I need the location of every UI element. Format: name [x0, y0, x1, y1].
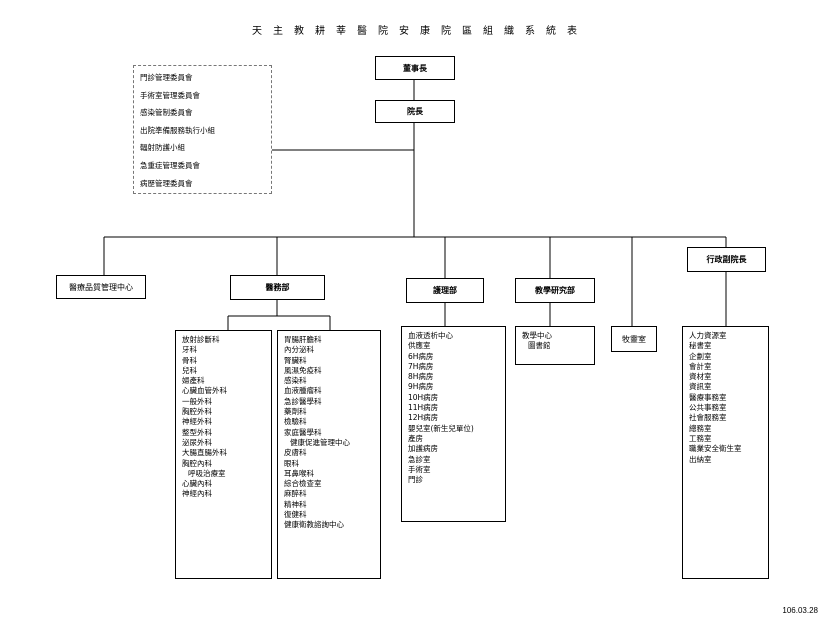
nursing-dept-list: 血液透析中心 供應室 6H病房 7H病房 8H病房 9H病房 10H病房 11H… — [401, 326, 506, 522]
list-item: 健康衛教諮詢中心 — [284, 520, 344, 530]
list-item: 呼吸治療室 — [188, 468, 226, 478]
committee-item: 感染管制委員會 — [140, 108, 193, 118]
list-item: 嬰兒室(新生兒單位) — [408, 423, 474, 433]
list-item: 腎臟科 — [284, 355, 307, 365]
list-item: 泌尿外科 — [182, 437, 212, 447]
list-item: 資訊室 — [689, 382, 712, 392]
board-chairman-box: 董事長 — [375, 56, 455, 80]
medical-dept-box: 醫務部 — [230, 275, 325, 300]
list-item: 麻醉科 — [284, 489, 307, 499]
medical-dept-list-2: 胃腸肝膽科 內分泌科 腎臟科 風濕免疫科 感染科 血液腫瘤科 急診醫學科 藥劑科… — [277, 330, 381, 579]
list-item: 神經內科 — [182, 489, 212, 499]
list-item: 心臟血管外科 — [182, 386, 227, 396]
list-item: 感染科 — [284, 376, 307, 386]
list-item: 人力資源室 — [689, 331, 727, 340]
list-item: 心臟內科 — [182, 479, 212, 489]
list-item: 出納室 — [689, 454, 712, 464]
medical-dept-label: 醫務部 — [265, 283, 290, 292]
list-item: 工務室 — [689, 433, 712, 443]
committee-item: 輻射防護小組 — [140, 143, 185, 153]
list-item: 11H病房 — [408, 403, 439, 413]
medical-dept-list-1: 放射診斷科 牙科 骨科 兒科 婦產科 心臟血管外科 一般外科 胸腔外科 神經外科… — [175, 330, 272, 579]
nursing-dept-label: 護理部 — [433, 286, 457, 295]
list-item: 兒科 — [182, 365, 197, 375]
revision-date: 106.03.28 — [782, 606, 818, 615]
teaching-dept-label: 教學研究部 — [535, 286, 575, 295]
list-item: 家庭醫學科 — [284, 427, 322, 437]
list-item: 放射診斷科 — [182, 335, 220, 344]
nursing-dept-box: 護理部 — [406, 278, 484, 303]
list-item: 綜合檢查室 — [284, 479, 322, 489]
committee-item: 手術室管理委員會 — [140, 90, 200, 100]
list-item: 教學中心 — [522, 331, 552, 340]
list-item: 耳鼻喉科 — [284, 468, 314, 478]
president-box: 院長 — [375, 100, 455, 123]
list-item: 加護病房 — [408, 444, 438, 454]
list-item: 9H病房 — [408, 382, 434, 392]
list-item: 一般外科 — [182, 396, 212, 406]
list-item: 風濕免疫科 — [284, 365, 322, 375]
list-item: 門診 — [408, 475, 423, 485]
committee-item: 急重症管理委員會 — [140, 160, 200, 170]
list-item: 供應室 — [408, 341, 431, 351]
pastoral-label: 牧靈室 — [622, 334, 646, 344]
teaching-dept-box: 教學研究部 — [515, 278, 595, 303]
list-item: 胃腸肝膽科 — [284, 335, 322, 344]
board-chairman-label: 董事長 — [403, 63, 427, 73]
president-label: 院長 — [407, 107, 423, 116]
list-item: 總務室 — [689, 423, 712, 433]
list-item: 7H病房 — [408, 361, 434, 371]
list-item: 公共事務室 — [689, 403, 727, 413]
list-item: 產房 — [408, 433, 423, 443]
admin-vp-list: 人力資源室 秘書室 企劃室 會計室 資材室 資訊室 醫療事務室 公共事務室 社會… — [682, 326, 769, 579]
committee-item: 門診管理委員會 — [140, 73, 193, 82]
list-item: 圖書館 — [528, 341, 551, 351]
list-item: 整型外科 — [182, 427, 212, 437]
list-item: 藥劑科 — [284, 407, 307, 417]
admin-vp-label: 行政副院長 — [706, 255, 747, 264]
list-item: 秘書室 — [689, 341, 712, 351]
list-item: 健康促進管理中心 — [290, 437, 350, 447]
committees-box: 門診管理委員會 手術室管理委員會 感染管制委員會 出院準備服務執行小組 輻射防護… — [133, 65, 272, 194]
list-item: 手術室 — [408, 464, 431, 474]
quality-center-box: 醫療品質管理中心 — [56, 275, 146, 299]
admin-vp-box: 行政副院長 — [687, 247, 766, 272]
list-item: 骨科 — [182, 355, 197, 365]
list-item: 血液透析中心 — [408, 331, 453, 340]
list-item: 資材室 — [689, 372, 712, 382]
list-item: 大腸直腸外科 — [182, 448, 227, 458]
list-item: 10H病房 — [408, 392, 439, 402]
list-item: 牙科 — [182, 345, 197, 355]
list-item: 6H病房 — [408, 351, 434, 361]
committee-item: 病歷管理委員會 — [140, 178, 193, 188]
list-item: 職業安全衛生室 — [689, 444, 742, 454]
list-item: 醫療事務室 — [689, 392, 727, 402]
quality-center-label: 醫療品質管理中心 — [69, 282, 133, 292]
list-item: 8H病房 — [408, 372, 434, 382]
list-item: 企劃室 — [689, 351, 712, 361]
list-item: 急診室 — [408, 454, 431, 464]
pastoral-box: 牧靈室 — [611, 326, 657, 352]
list-item: 婦產科 — [182, 376, 205, 386]
list-item: 血液腫瘤科 — [284, 386, 322, 396]
list-item: 會計室 — [689, 361, 712, 371]
committee-item: 出院準備服務執行小組 — [140, 125, 215, 135]
list-item: 胸腔內科 — [182, 458, 212, 468]
list-item: 胸腔外科 — [182, 407, 212, 417]
list-item: 皮膚科 — [284, 448, 307, 458]
list-item: 眼科 — [284, 458, 299, 468]
list-item: 檢驗科 — [284, 417, 307, 427]
list-item: 復健科 — [284, 510, 307, 520]
list-item: 內分泌科 — [284, 345, 314, 355]
list-item: 社會服務室 — [689, 413, 727, 423]
page-title: 天主教耕莘醫院安康院區組織系統表 — [252, 26, 588, 37]
teaching-dept-list: 教學中心 圖書館 — [515, 326, 595, 365]
list-item: 神經外科 — [182, 417, 212, 427]
list-item: 急診醫學科 — [284, 396, 322, 406]
list-item: 精神科 — [284, 499, 307, 509]
list-item: 12H病房 — [408, 413, 439, 423]
